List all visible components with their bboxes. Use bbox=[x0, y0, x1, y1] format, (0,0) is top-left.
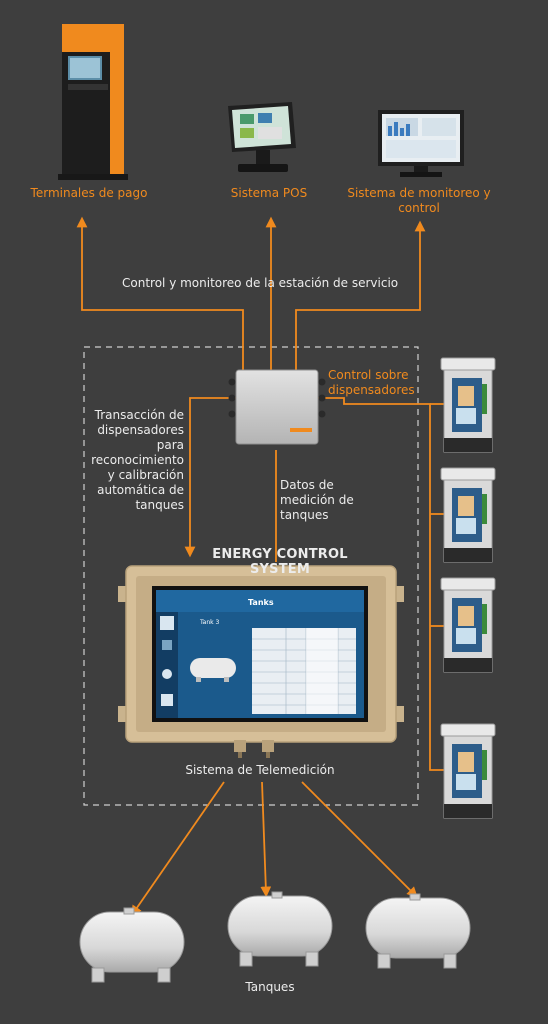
label-telemetry: Sistema de Telemedición bbox=[185, 763, 335, 777]
storage-tank-icon bbox=[79, 907, 185, 983]
fuel-dispenser-icon bbox=[440, 467, 496, 563]
line-transactions bbox=[184, 397, 236, 558]
label-payment-terminals: Terminales de pago bbox=[30, 186, 148, 200]
dispensers-group bbox=[440, 357, 496, 819]
label-tank-data: Datos de medición de tanques bbox=[280, 478, 354, 522]
controller-hub-icon bbox=[228, 369, 326, 445]
line-to-tank-2 bbox=[260, 781, 272, 898]
energy-control-panel bbox=[118, 565, 404, 758]
tanks-group bbox=[79, 891, 471, 983]
payment-terminal-icon bbox=[58, 24, 128, 180]
storage-tank-icon bbox=[227, 891, 333, 967]
label-tanks: Tanques bbox=[245, 980, 295, 994]
label-control-station: Control y monitoreo de la estación de se… bbox=[122, 276, 399, 290]
connection-lines bbox=[76, 216, 445, 917]
line-to-tank-1 bbox=[130, 781, 225, 917]
label-pos-system: Sistema POS bbox=[230, 186, 308, 200]
system-boundary bbox=[83, 346, 419, 806]
line-to-payment bbox=[76, 216, 244, 370]
monitor-icon bbox=[378, 110, 464, 177]
fuel-dispenser-icon bbox=[440, 577, 496, 673]
line-to-dispensers bbox=[318, 397, 445, 771]
system-title: ENERGY CONTROL SYSTEM bbox=[212, 547, 348, 577]
fuel-dispenser-icon bbox=[440, 357, 496, 453]
storage-tank-icon bbox=[365, 893, 471, 969]
label-transactions: Transacción de dispensadores para recono… bbox=[91, 408, 184, 512]
label-control-dispensers: Control sobre dispensadores bbox=[328, 368, 415, 397]
screen-header: Tanks bbox=[248, 598, 274, 607]
screen-tank-label: Tank 3 bbox=[199, 619, 220, 626]
pos-terminal-icon bbox=[228, 102, 296, 172]
line-to-monitor bbox=[295, 220, 426, 370]
label-monitoring-system: Sistema de monitoreo y control bbox=[347, 186, 491, 215]
fuel-dispenser-icon bbox=[440, 723, 496, 819]
line-to-tank-3 bbox=[301, 781, 418, 898]
